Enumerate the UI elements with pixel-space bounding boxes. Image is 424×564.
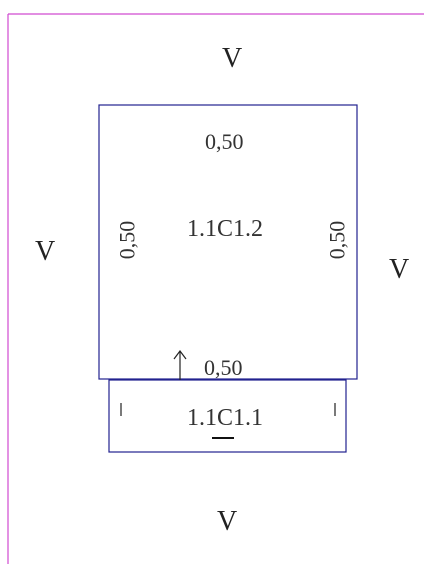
neighbor-right-label: V [389,254,410,285]
room-main-dim-right: 0,50 [324,220,350,260]
room-main-outline [98,104,358,380]
room-main-dim-bottom: 0,50 [204,355,243,380]
neighbor-left-label: V [35,236,56,267]
neighbor-bottom-label: V [217,506,238,537]
up-arrow-icon [173,350,187,380]
room-main-code: 1.1C1.2 [187,216,264,242]
room-sub-code: 1.1C1.1 [187,405,264,431]
room-sub-outline [108,379,347,453]
room-main-dim-top: 0,50 [205,129,244,154]
neighbor-top-label: V [222,43,243,74]
room-main-dim-left: 0,50 [114,220,140,260]
